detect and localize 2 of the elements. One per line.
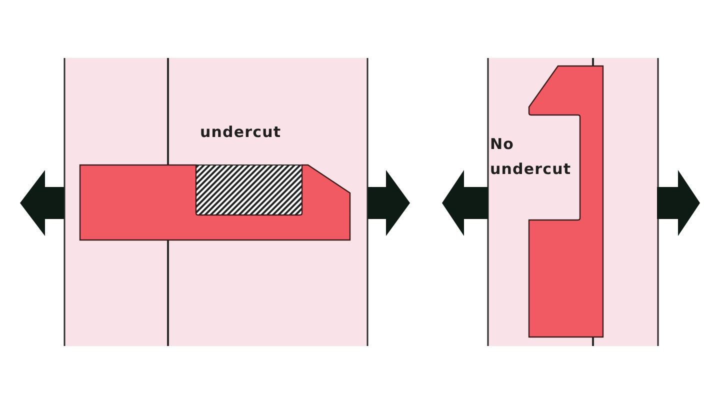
annotation-label: undercut [200,122,282,143]
annotation-label: No undercut [490,134,572,180]
